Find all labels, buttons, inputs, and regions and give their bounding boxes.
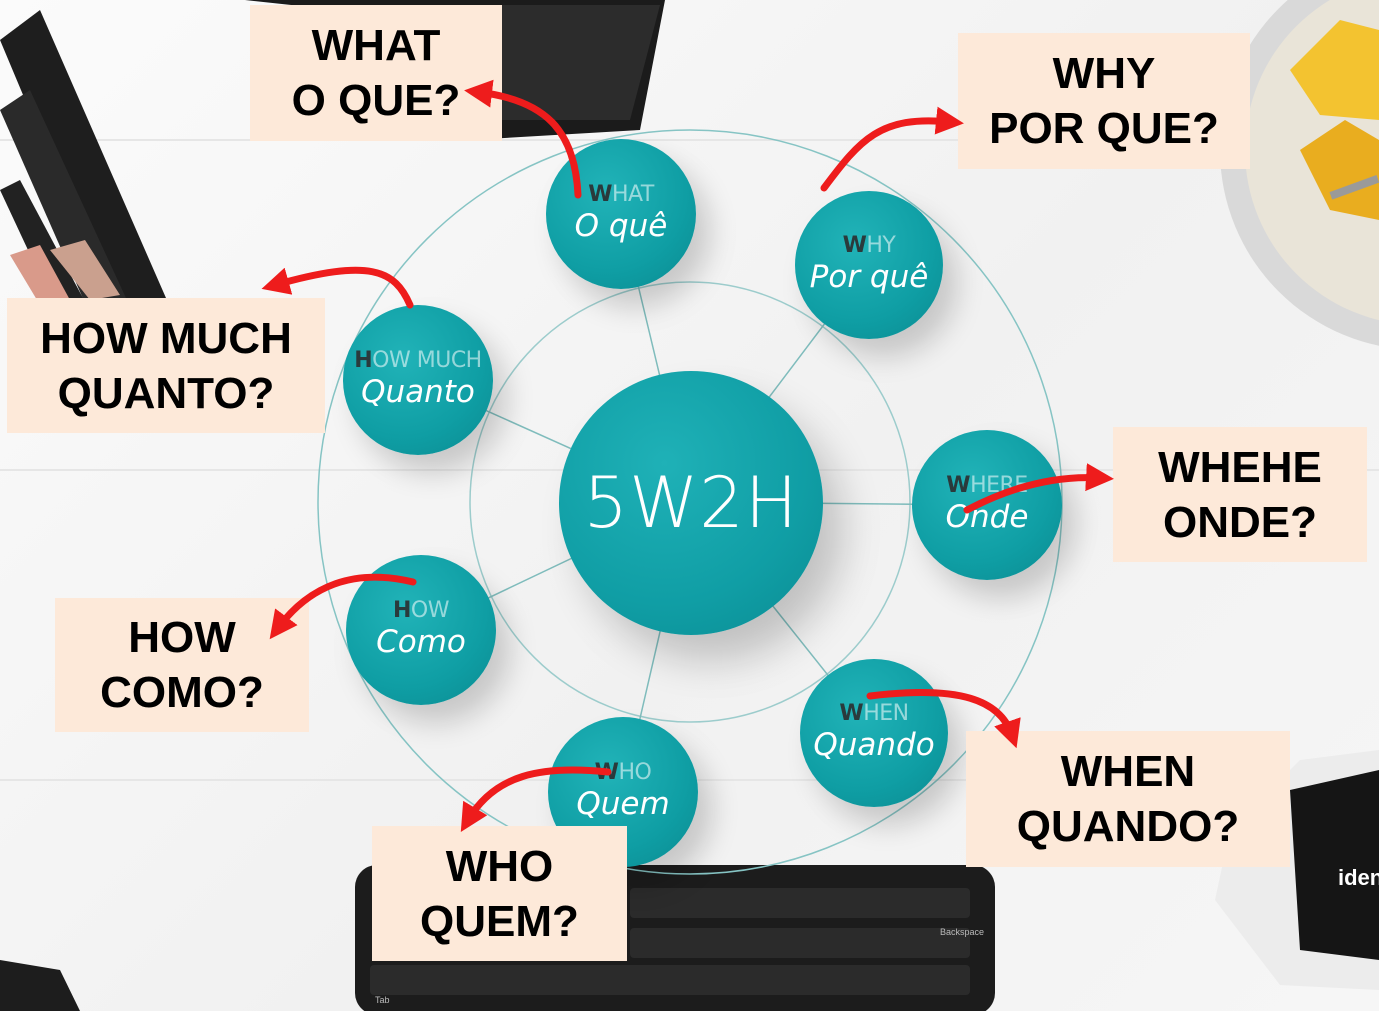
node-how-much: HOW MUCH Quanto [343,305,493,455]
node-why-portuguese: Por quê [809,258,929,295]
node-where-english: WHERE [946,472,1028,498]
node-how-much-english: HOW MUCH [354,347,482,373]
node-when: WHEN Quando [800,659,948,807]
node-how: HOW Como [346,555,496,705]
node-what: WHAT O quê [546,139,696,289]
node-how-english: HOW [393,597,450,623]
node-where-portuguese: Onde [945,498,1029,535]
node-who-english: WHO [594,759,652,785]
node-when-portuguese: Quando [813,726,935,763]
box-brand-text: iden [1338,865,1379,890]
node-when-english: WHEN [839,700,909,726]
node-who-portuguese: Quem [576,785,670,822]
node-how-much-portuguese: Quanto [361,373,475,410]
inner-ring [469,281,911,723]
tab-key-text: Tab [375,995,390,1005]
node-where: WHERE Onde [912,430,1062,580]
node-why-english: WHY [842,232,896,258]
center-label: 5W2H [583,462,799,544]
node-how-portuguese: Como [376,623,466,660]
plate-decoration [1220,0,1379,346]
node-what-portuguese: O quê [574,207,668,244]
node-what-english: WHAT [588,181,654,207]
node-why: WHY Por quê [795,191,943,339]
backspace-key-text: Backspace [940,927,984,937]
center-circle: 5W2H [559,371,823,635]
